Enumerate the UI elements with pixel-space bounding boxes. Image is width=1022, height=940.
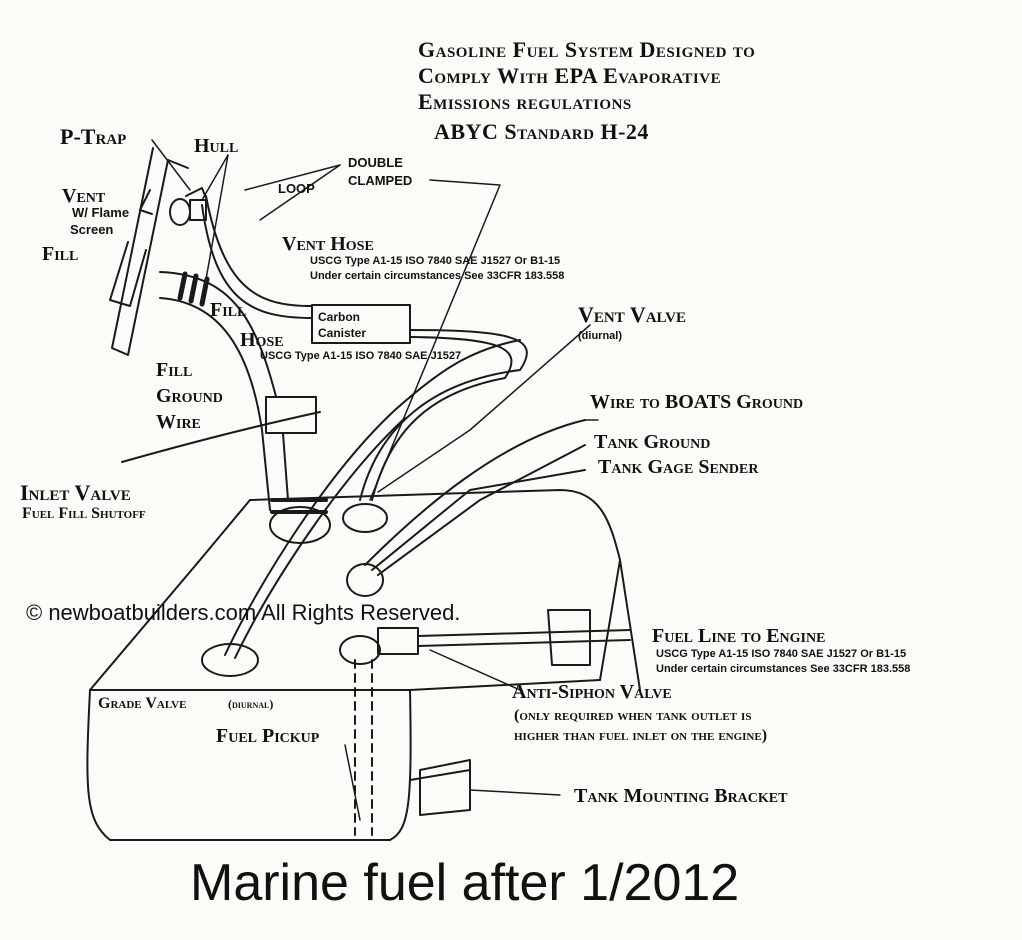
grade-valve-hose <box>224 339 521 659</box>
label-anti-note-2: higher than fuel inlet on the engine) <box>514 727 768 744</box>
label-vent-valve-diurnal: (diurnal) <box>578 330 622 342</box>
label-grade-valve: Grade Valve <box>98 695 187 712</box>
label-clamped: CLAMPED <box>348 173 413 188</box>
leader-lines <box>151 139 599 821</box>
caption: Marine fuel after 1/2012 <box>190 854 740 912</box>
fill-ground-wire <box>121 411 321 463</box>
label-anti-siphon: Anti-Siphon Valve <box>512 681 672 703</box>
label-wire-to-ground: Wire to BOATS Ground <box>590 391 804 413</box>
header-line-3: Emissions regulations <box>418 89 632 114</box>
mounting-bracket <box>419 759 471 816</box>
label-inlet-sub: Fuel Fill Shutoff <box>22 505 146 522</box>
label-fill-ground-1: Fill <box>156 359 193 381</box>
hull-side <box>109 147 189 356</box>
label-w-flame: W/ Flame <box>72 205 130 220</box>
label-carbon: Carbon <box>318 310 360 324</box>
label-fill-ground-2: Ground <box>156 385 223 407</box>
label-canister: Canister <box>318 326 367 340</box>
label-vent-valve: Vent Valve <box>578 302 687 327</box>
vent-hose <box>201 195 313 319</box>
vent-hose-spec-2: Under certain circumstances See 33CFR 18… <box>310 270 565 282</box>
fill-hose <box>159 271 328 514</box>
header-line-2: Comply With EPA Evaporative <box>418 63 722 88</box>
label-fill-ground-3: Wire <box>156 411 201 433</box>
fuel-line-spec-2: Under certain circumstances See 33CFR 18… <box>656 663 911 675</box>
vent-fitting <box>169 187 207 226</box>
carbon-canister <box>311 304 411 344</box>
header-line-1: Gasoline Fuel System Designed to <box>418 37 756 62</box>
copyright-notice: © newboatbuilders.com All Rights Reserve… <box>26 600 461 625</box>
vent-hose-spec-1: USCG Type A1-15 ISO 7840 SAE J1527 Or B1… <box>310 255 561 267</box>
label-grade-diurnal: (diurnal) <box>228 697 274 711</box>
label-inlet-valve: Inlet Valve <box>20 480 131 505</box>
label-tank-gage: Tank Gage Sender <box>598 456 759 478</box>
fuel-line <box>377 609 631 666</box>
ground-wires <box>364 419 586 576</box>
label-fill-hose-2: Hose <box>240 329 284 351</box>
fuel-tank <box>86 489 641 841</box>
label-anti-note-1: (only required when tank outlet is <box>514 707 752 724</box>
label-screen: Screen <box>70 222 114 237</box>
label-tank-ground: Tank Ground <box>594 431 711 453</box>
canister-to-tank-hose <box>359 329 528 501</box>
fuel-line-spec-1: USCG Type A1-15 ISO 7840 SAE J1527 Or B1… <box>656 648 907 660</box>
label-fuel-line: Fuel Line to Engine <box>652 625 826 647</box>
header-line-4: ABYC Standard H-24 <box>434 119 649 144</box>
label-loop: LOOP <box>278 181 315 196</box>
label-fill-hose-1: Fill <box>210 299 247 321</box>
label-p-trap: P-Trap <box>60 124 127 149</box>
label-mounting-bracket: Tank Mounting Bracket <box>574 785 788 807</box>
label-fill: Fill <box>42 243 79 265</box>
fill-hose-spec: USCG Type A1-15 ISO 7840 SAE J1527 <box>260 350 462 362</box>
label-vent: Vent <box>62 185 106 207</box>
label-double: DOUBLE <box>348 155 403 170</box>
label-vent-hose: Vent Hose <box>282 233 374 255</box>
label-fuel-pickup: Fuel Pickup <box>216 725 320 747</box>
label-hull: Hull <box>194 135 239 157</box>
